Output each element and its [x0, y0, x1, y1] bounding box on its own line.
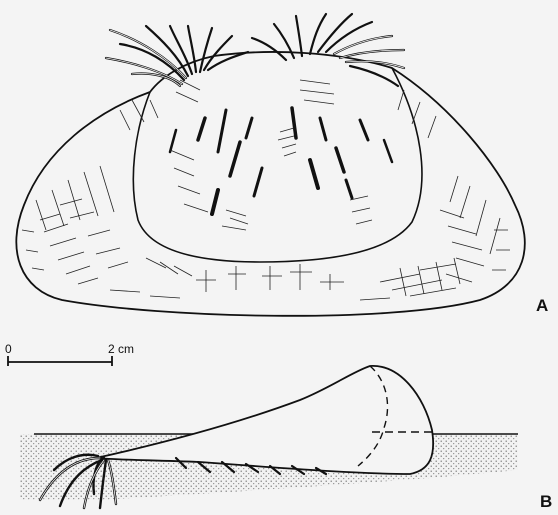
shell-profile [96, 366, 433, 474]
panel-label-a: A [536, 296, 548, 316]
panel-a-specimen [16, 14, 525, 316]
hinge-spines-left [106, 26, 248, 86]
hinge-spines-right [252, 14, 404, 86]
scale-bar [8, 356, 112, 366]
scale-bar-end-label: 2 cm [108, 342, 134, 356]
scale-bar-start-label: 0 [5, 342, 12, 356]
shell-inner-outline [133, 68, 422, 262]
panel-b-specimen [20, 366, 518, 508]
growth-hatching [22, 80, 510, 300]
hinge-spines-left-outline [106, 30, 186, 86]
panel-label-b: B [540, 492, 552, 512]
